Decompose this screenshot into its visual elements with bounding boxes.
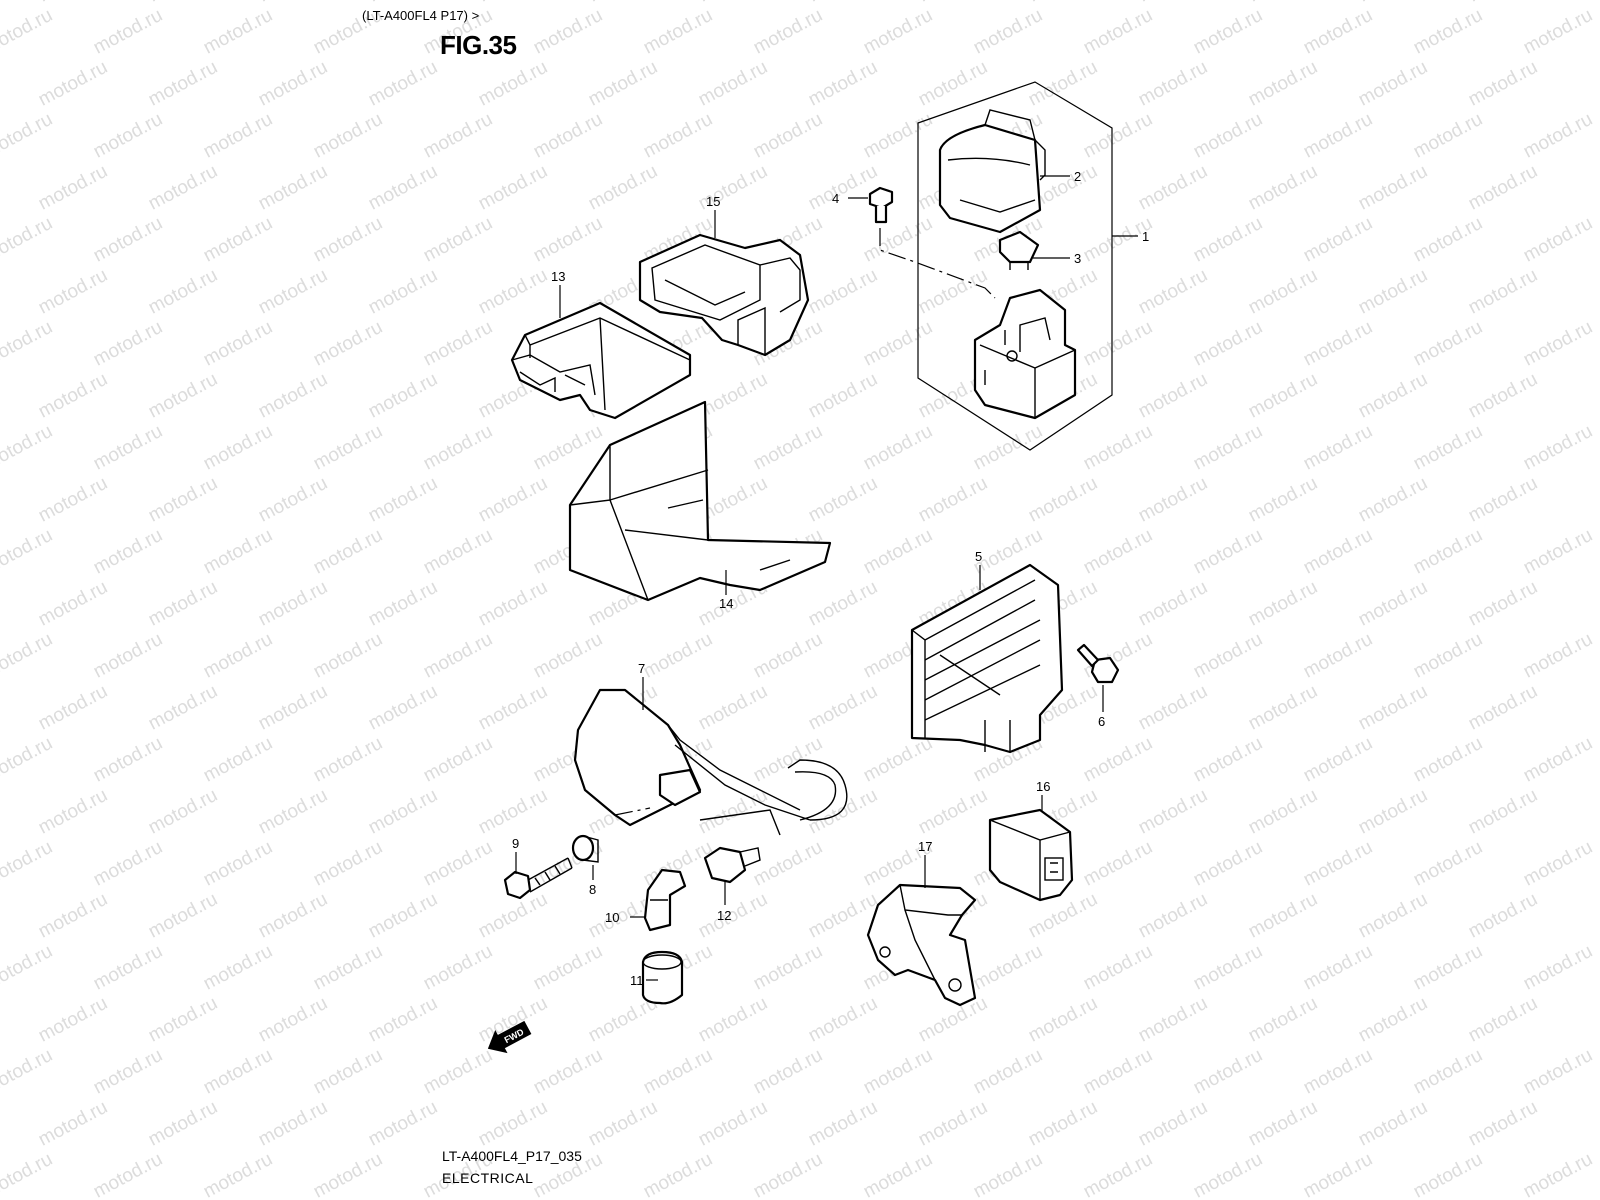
part-16-turn-relay [988, 808, 1074, 902]
callout-14: 14 [719, 596, 733, 611]
callout-2: 2 [1074, 169, 1081, 184]
callout-4: 4 [832, 191, 839, 206]
callout-3: 3 [1074, 251, 1081, 266]
part-17-bracket [866, 883, 977, 1007]
callout-8: 8 [589, 882, 596, 897]
part-12-terminal-cap [703, 846, 761, 884]
part-3-fuse [998, 230, 1040, 270]
part-13-ecm-unit [510, 301, 692, 420]
callout-6: 6 [1098, 714, 1105, 729]
assembly-line-bolt-4 [879, 228, 996, 299]
part-5-regulator-rectifier [910, 563, 1064, 754]
part-11-seal [641, 950, 684, 1005]
part-10-plug-cap [643, 868, 687, 932]
part-15-ecm-holder [638, 233, 810, 357]
part-4-bolt [868, 186, 894, 224]
part-2-relay-cover [938, 109, 1046, 234]
callout-13: 13 [551, 269, 565, 284]
callout-9: 9 [512, 836, 519, 851]
callout-17: 17 [918, 839, 932, 854]
callout-5: 5 [975, 549, 982, 564]
callout-12: 12 [717, 908, 731, 923]
section-title: ELECTRICAL [442, 1170, 534, 1186]
part-14-tray [568, 400, 832, 602]
callout-16: 16 [1036, 779, 1050, 794]
part-1-starter-relay [973, 288, 1077, 420]
drawing-code: LT-A400FL4_P17_035 [442, 1148, 582, 1164]
part-8-collar [571, 834, 599, 863]
callout-1: 1 [1142, 229, 1149, 244]
part-9-bolt [503, 857, 573, 900]
model-reference: (LT-A400FL4 P17) > [362, 8, 480, 23]
callout-15: 15 [706, 194, 720, 209]
callout-7: 7 [638, 661, 645, 676]
callout-11: 11 [630, 973, 644, 988]
figure-number: FIG.35 [440, 30, 517, 60]
callout-10: 10 [605, 910, 619, 925]
part-7-ignition-coil [573, 688, 848, 836]
part-1-group-outline [917, 81, 1113, 451]
part-6-bolt [1076, 643, 1120, 684]
forward-direction-arrow: FWD [487, 1020, 532, 1054]
